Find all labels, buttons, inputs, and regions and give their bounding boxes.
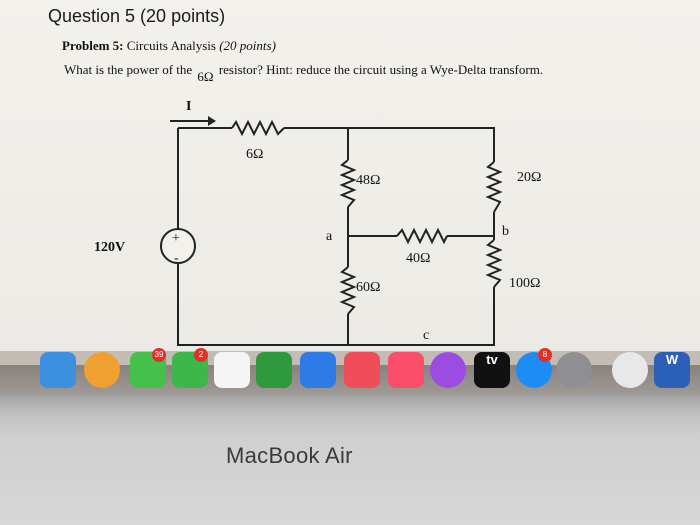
messages-icon[interactable]: 39 [130, 348, 166, 388]
node-a-label: a [326, 229, 333, 244]
facetime-badge: 2 [194, 348, 208, 362]
finder-icon[interactable] [40, 352, 76, 388]
source-minus: - [174, 251, 179, 266]
screen: Question 5 (20 points) Problem 5: Circui… [0, 0, 700, 365]
wire-bottom [177, 263, 495, 346]
keynote-icon[interactable] [300, 352, 336, 388]
resistor-100-ohm [485, 239, 503, 288]
calendar-icon[interactable] [214, 352, 250, 388]
apple-tv-label: tv [486, 352, 498, 367]
apple-tv-icon[interactable]: tv [474, 352, 510, 388]
circuit-diagram: + - I 120V 6Ω 48Ω 20Ω 40Ω 60Ω 100Ω a b c [94, 99, 541, 346]
numbers-icon[interactable] [256, 352, 292, 388]
resistor-20-ohm [485, 161, 503, 213]
current-arrowhead [208, 116, 216, 126]
resistor-60-ohm [339, 266, 357, 315]
resistor-40-ohm [396, 227, 448, 245]
device-brand: MacBook Air [226, 443, 353, 468]
node-c-label: c [423, 328, 429, 343]
question-heading: Question 5 (20 points) [48, 6, 226, 26]
chrome-icon[interactable] [612, 352, 648, 388]
question-resistor-label: 6Ω [197, 69, 214, 84]
problem-label: Problem 5: [62, 38, 124, 53]
label-100-ohm: 100Ω [509, 276, 540, 291]
question-after: resistor? Hint: reduce the circuit using… [218, 62, 544, 77]
resistor-6-ohm [231, 119, 285, 137]
source-label: 120V [94, 240, 125, 255]
resistor-48-ohm [339, 159, 357, 208]
messages-badge: 39 [152, 348, 166, 362]
word-icon[interactable]: W [654, 352, 690, 388]
facetime-icon[interactable]: 2 [172, 348, 208, 388]
word-label: W [665, 352, 679, 367]
problem-title: Circuits Analysis [126, 38, 216, 53]
source-plus: + [172, 231, 180, 246]
label-40-ohm: 40Ω [406, 251, 430, 266]
wire-top-right [284, 127, 495, 162]
current-label: I [186, 99, 191, 114]
label-48-ohm: 48Ω [356, 173, 380, 188]
problem-points: (20 points) [219, 38, 276, 53]
problem-line: Problem 5: Circuits Analysis (20 points) [62, 38, 276, 54]
system-preferences-icon[interactable] [556, 352, 592, 388]
app-store-badge: 8 [538, 348, 552, 362]
question-before: What is the power of the [64, 62, 193, 77]
label-20-ohm: 20Ω [517, 170, 541, 185]
news-icon[interactable] [344, 352, 380, 388]
label-6-ohm: 6Ω [246, 147, 263, 162]
voltage-source [160, 228, 196, 264]
app-store-icon[interactable]: 8 [516, 348, 552, 388]
podcasts-icon[interactable] [430, 352, 466, 388]
label-60-ohm: 60Ω [356, 280, 380, 295]
node-b-label: b [502, 224, 509, 239]
music-icon[interactable] [388, 352, 424, 388]
question-text: What is the power of the 6Ω resistor? Hi… [64, 62, 544, 84]
photos-icon[interactable] [84, 352, 120, 388]
